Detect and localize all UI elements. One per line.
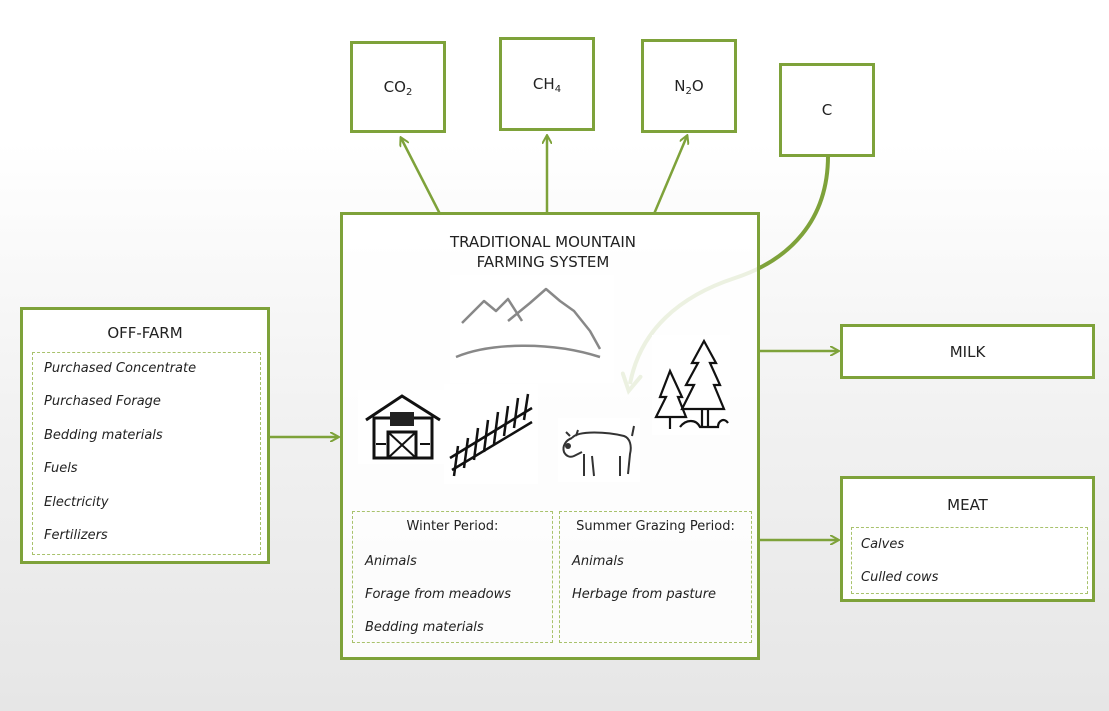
trees-icon — [652, 335, 730, 435]
winter-item: Bedding materials — [365, 620, 484, 635]
co2-box: CO2 — [350, 41, 446, 133]
off-farm-items-panel: Purchased Concentrate Purchased Forage B… — [32, 352, 261, 555]
ch4-box: CH4 — [499, 37, 595, 131]
meat-box: MEAT Calves Culled cows — [840, 476, 1095, 602]
n2o-box: N2O — [641, 39, 737, 133]
summer-item: Animals — [572, 554, 624, 569]
off-farm-item: Purchased Forage — [44, 394, 161, 409]
off-farm-item: Purchased Concentrate — [44, 361, 197, 376]
off-farm-box: OFF-FARM Purchased Concentrate Purchased… — [20, 307, 270, 564]
co2-label: CO2 — [383, 78, 413, 98]
carbon-box: C — [779, 63, 875, 157]
off-farm-title: OFF-FARM — [107, 324, 183, 342]
farming-system-box: TRADITIONAL MOUNTAIN FARMING SYSTEM Wint… — [340, 212, 760, 660]
arrow-to-co2 — [401, 138, 442, 215]
system-title-line2: FARMING SYSTEM — [476, 253, 610, 271]
winter-item: Animals — [365, 554, 417, 569]
meat-item: Culled cows — [861, 570, 939, 585]
carbon-label: C — [821, 101, 833, 119]
winter-period-heading: Winter Period: — [406, 519, 499, 534]
off-farm-item: Electricity — [44, 495, 109, 510]
summer-period-heading: Summer Grazing Period: — [576, 519, 735, 534]
mountains-icon — [450, 275, 614, 383]
n2o-label: N2O — [674, 77, 704, 97]
cow-icon — [558, 418, 640, 482]
off-farm-item: Fuels — [44, 461, 78, 476]
arrow-to-n2o — [652, 136, 687, 215]
off-farm-item: Fertilizers — [44, 528, 108, 543]
winter-period-panel: Winter Period: Animals Forage from meado… — [352, 511, 553, 643]
barn-icon — [358, 390, 448, 464]
meat-item: Calves — [861, 537, 905, 552]
summer-item: Herbage from pasture — [572, 587, 717, 602]
off-farm-item: Bedding materials — [44, 428, 163, 443]
milk-title: MILK — [949, 342, 986, 361]
meat-items-panel: Calves Culled cows — [851, 527, 1088, 594]
meat-title: MEAT — [947, 496, 988, 514]
summer-period-panel: Summer Grazing Period: Animals Herbage f… — [559, 511, 752, 643]
winter-item: Forage from meadows — [365, 587, 512, 602]
system-title-line1: TRADITIONAL MOUNTAIN — [449, 233, 637, 251]
milk-box: MILK — [840, 324, 1095, 379]
fence-icon — [444, 384, 538, 484]
ch4-label: CH4 — [532, 75, 562, 95]
